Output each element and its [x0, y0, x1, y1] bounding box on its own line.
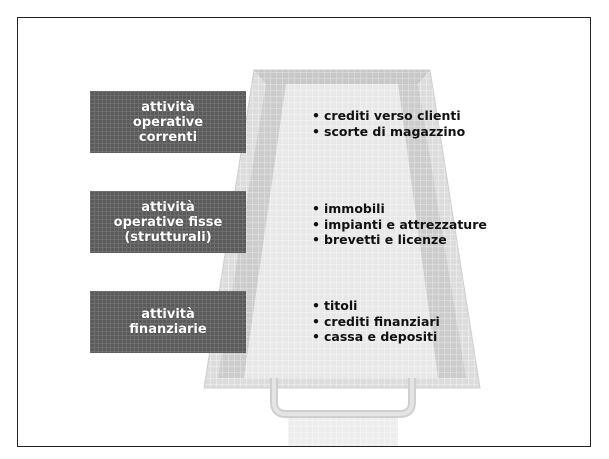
list-item: immobili: [312, 201, 487, 217]
label-line: correnti: [138, 129, 198, 145]
section-label-fixed-assets: attività operative fisse (strutturali): [90, 191, 246, 253]
list-item: impianti e attrezzature: [312, 217, 487, 233]
label-line: finanziarie: [129, 322, 207, 337]
list-item: brevetti e licenze: [312, 232, 487, 248]
label-line: attività: [141, 99, 195, 115]
label-line: attività: [141, 307, 195, 322]
list-item: scorte di magazzino: [312, 124, 465, 140]
list-item: crediti finanziari: [312, 314, 440, 330]
list-item: crediti verso clienti: [312, 108, 465, 124]
slide: attività operative correnti crediti vers…: [17, 17, 591, 447]
label-line: operative: [132, 114, 204, 130]
section-items-current-assets: crediti verso clienti scorte di magazzin…: [312, 108, 465, 139]
list-item: cassa e depositi: [312, 329, 440, 345]
section-items-financial-assets: titoli crediti finanziari cassa e deposi…: [312, 298, 440, 345]
section-label-financial-assets: attività finanziarie: [90, 291, 246, 353]
label-line: operative fisse: [113, 214, 223, 230]
label-line: (strutturali): [124, 229, 212, 245]
list-item: titoli: [312, 298, 440, 314]
section-items-fixed-assets: immobili impianti e attrezzature brevett…: [312, 201, 487, 248]
label-line: attività: [141, 199, 195, 215]
section-label-current-assets: attività operative correnti: [90, 91, 246, 153]
